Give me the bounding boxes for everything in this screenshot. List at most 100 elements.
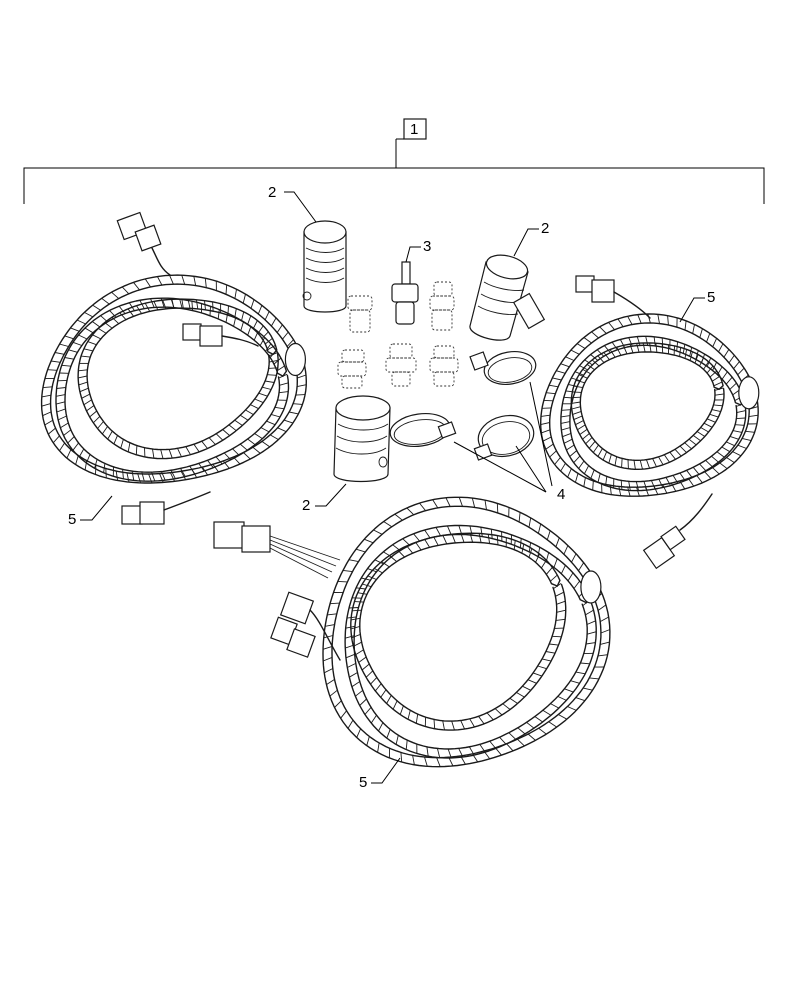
harness-wrap-segment	[608, 322, 615, 330]
harness-wrap-segment	[50, 360, 61, 363]
harness-tube-edge	[331, 505, 602, 759]
harness-wrap-segment	[748, 414, 759, 418]
harness-wrap-segment	[356, 728, 362, 738]
harness-wrap-segment	[736, 417, 746, 420]
harness-wrap-segment	[645, 459, 651, 469]
harness-wrap-segment	[89, 410, 97, 418]
harness-wrap-segment	[585, 437, 593, 445]
harness-wrap-segment	[689, 347, 693, 357]
harness-wrap-segment	[561, 409, 571, 411]
harness-wrap-segment	[407, 710, 411, 720]
harness-wrap-segment	[352, 609, 362, 612]
harness-wrap-segment	[564, 688, 574, 693]
harness-wrap-segment	[469, 718, 475, 728]
harness-wrap-segment	[85, 454, 91, 464]
harness-wrap-segment	[597, 604, 607, 611]
harness-wrap-segment	[445, 497, 451, 507]
harness-wrap-segment	[506, 743, 514, 752]
harness-wrap-segment	[716, 451, 725, 458]
harness-wrap-segment	[217, 309, 220, 319]
harness-wrap-segment	[358, 656, 367, 663]
harness-wrap-segment	[66, 449, 72, 459]
harness-wrap-segment	[233, 317, 237, 327]
harness-wrap-segment	[567, 706, 577, 711]
harness-wrap-segment	[325, 624, 335, 627]
harness-wrap-segment	[348, 607, 359, 609]
harness-wrap-segment	[426, 746, 429, 757]
harness-wrap-segment	[193, 443, 200, 453]
harness-wrap-segment	[542, 709, 552, 716]
harness-wrap-segment	[81, 393, 91, 399]
harness-wrap-segment	[345, 653, 355, 659]
harness-wrap-segment	[468, 746, 475, 756]
harness-wrap-segment	[627, 315, 633, 325]
harness-wrap-segment	[367, 575, 377, 580]
harness-wrap-segment	[575, 379, 585, 384]
harness-wrap-segment	[712, 338, 718, 347]
harness-wrap-segment	[103, 463, 106, 473]
harness-wrap-segment	[111, 316, 120, 325]
harness-wrap-segment	[572, 391, 582, 393]
harness-wrap-segment	[658, 456, 664, 466]
harness-wrap-segment	[442, 720, 445, 731]
harness-wrap-segment	[363, 538, 374, 544]
harness-wrap-segment	[560, 421, 570, 424]
harness-wrap-segment	[653, 336, 656, 347]
harness-wrap-segment	[52, 435, 60, 444]
harness-wrap-segment	[560, 415, 571, 418]
callout-number: 3	[423, 238, 431, 255]
harness-wrap-segment	[297, 384, 307, 388]
connector-bottom-lower	[270, 591, 341, 661]
connector-right-top	[575, 275, 651, 319]
sensor-variant-1	[347, 295, 373, 333]
harness-wrap-segment	[247, 315, 252, 325]
harness-wrap-segment	[241, 311, 245, 321]
harness-wrap-segment	[242, 293, 246, 304]
harness-wrap-segment	[694, 354, 699, 364]
harness-wrap-segment	[234, 289, 237, 299]
harness-wrap-segment	[655, 343, 658, 353]
harness-wrap-segment	[478, 716, 485, 725]
harness-wrap-segment	[460, 533, 465, 543]
harness-wrap-segment	[696, 475, 703, 484]
harness-wrap-segment	[264, 311, 270, 321]
connector-left-top	[116, 211, 171, 276]
harness-wrap-segment	[586, 620, 596, 625]
harness-wrap-segment	[56, 387, 66, 389]
harness-wrap-segment	[340, 710, 347, 719]
harness-wrap-segment	[736, 410, 746, 414]
harness-wrap-segment	[582, 433, 590, 440]
harness-wrap-segment	[573, 580, 581, 589]
harness-wrap-segment	[517, 727, 526, 735]
harness-wrap-segment	[357, 592, 368, 595]
harness-wrap-segment	[54, 352, 65, 355]
harness-wrap-segment	[79, 387, 89, 393]
wire-harness-left	[40, 274, 307, 484]
harness-wrap-segment	[566, 444, 575, 451]
harness-wrap-segment	[586, 364, 595, 371]
harness-wrap-segment	[265, 343, 272, 352]
harness-wrap-segment	[380, 689, 387, 698]
callout-number: 2	[541, 220, 549, 237]
harness-wrap-segment	[187, 299, 191, 309]
harness-wrap-segment	[355, 649, 364, 655]
harness-wrap-segment	[395, 735, 399, 745]
harness-wrap-segment	[127, 442, 131, 452]
harness-wrap-segment	[713, 404, 723, 407]
harness-wrap-segment	[351, 633, 361, 639]
sensor-variant-5	[429, 345, 459, 387]
harness-wrap-segment	[643, 481, 648, 491]
harness-wrap-segment	[665, 477, 671, 486]
harness-wrap-segment	[136, 305, 142, 314]
harness-wrap-segment	[537, 665, 547, 670]
harness-wrap-segment	[295, 394, 306, 396]
harness-wrap-segment	[684, 442, 692, 450]
harness-wrap-segment	[541, 429, 551, 434]
harness-strap	[580, 570, 602, 604]
harness-wrap-segment	[432, 499, 439, 509]
harness-wrap-segment	[522, 685, 531, 691]
harness-wrap-segment	[92, 321, 101, 328]
harness-wrap-segment	[712, 362, 718, 371]
harness-wrap-segment	[212, 301, 214, 312]
